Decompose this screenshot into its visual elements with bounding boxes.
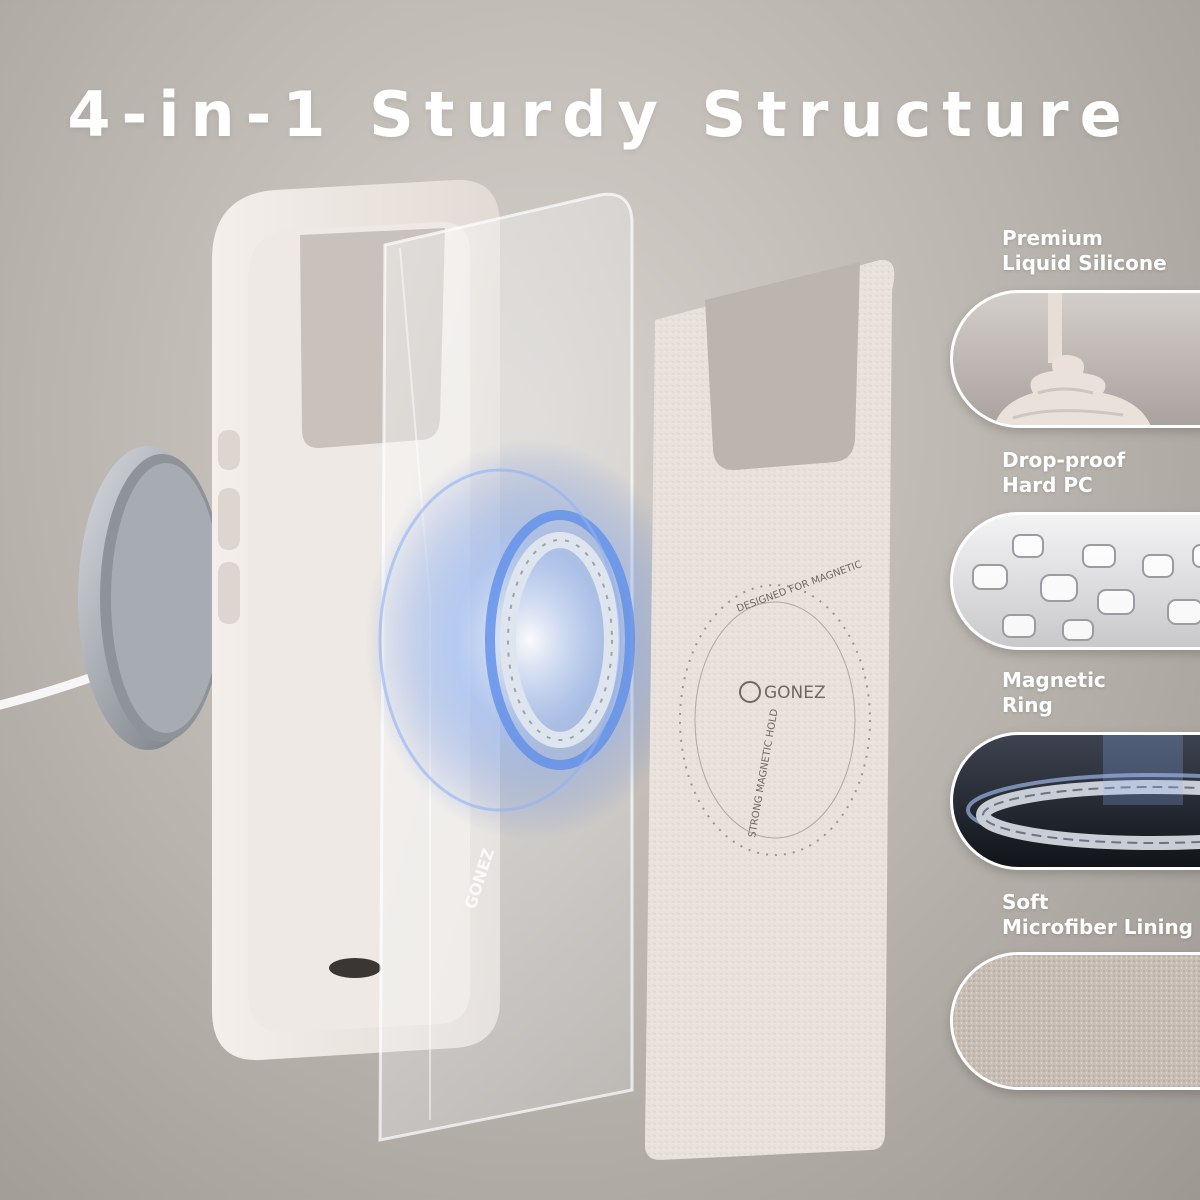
pc-pellets-swatch (950, 512, 1200, 650)
feature-label-silicone: Premium Liquid Silicone (1002, 226, 1167, 275)
feature-label-lining: Soft Microfiber Lining (1002, 890, 1193, 939)
feature-label-ring: Magnetic Ring (1002, 668, 1106, 717)
feature-label-pc: Drop-proof Hard PC (1002, 448, 1126, 497)
magnetic-ring (365, 440, 695, 840)
silicone-swatch (950, 290, 1200, 428)
headline: 4-in-1 Sturdy Structure (67, 78, 1133, 151)
magnetic-charger (78, 446, 224, 750)
microfiber-lining: DESIGNED FOR MAGNETIC STRONG MAGNETIC HO… (645, 259, 895, 1161)
magnetic-ring-swatch (950, 732, 1200, 870)
microfiber-swatch (950, 952, 1200, 1090)
lining-logo: GONEZ (764, 683, 826, 703)
